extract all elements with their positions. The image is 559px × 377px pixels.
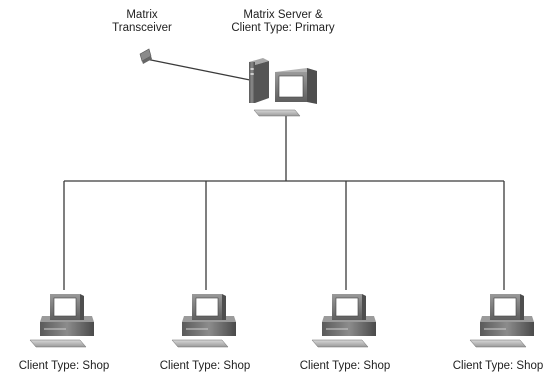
server-workstation-icon [249, 58, 317, 117]
transceiver-icon [139, 48, 152, 64]
desktop-computer-icon [29, 294, 94, 348]
transceiver-label: Matrix Transceiver [92, 9, 192, 35]
transceiver-link-line [145, 58, 251, 81]
server-label-line2: Client Type: Primary [231, 22, 335, 34]
desktop-computer-icon [469, 294, 534, 348]
connection-lines [63, 58, 505, 290]
transceiver-label-line1: Matrix [126, 9, 158, 21]
desktop-computer-icon [311, 294, 376, 348]
client-label-2: Client Type: Shop [159, 360, 251, 372]
client-label-4: Client Type: Shop [452, 360, 544, 372]
server-label: Matrix Server & Client Type: Primary [213, 9, 353, 35]
client-computer-2 [171, 294, 236, 348]
client-computer-3 [311, 294, 376, 348]
client-label-3: Client Type: Shop [299, 360, 391, 372]
client-computer-4 [469, 294, 534, 348]
client-label-1: Client Type: Shop [18, 360, 110, 372]
desktop-computer-icon [171, 294, 236, 348]
client-computer-1 [29, 294, 94, 348]
transceiver-label-line2: Transceiver [112, 22, 172, 34]
server-label-line1: Matrix Server & [243, 9, 323, 21]
